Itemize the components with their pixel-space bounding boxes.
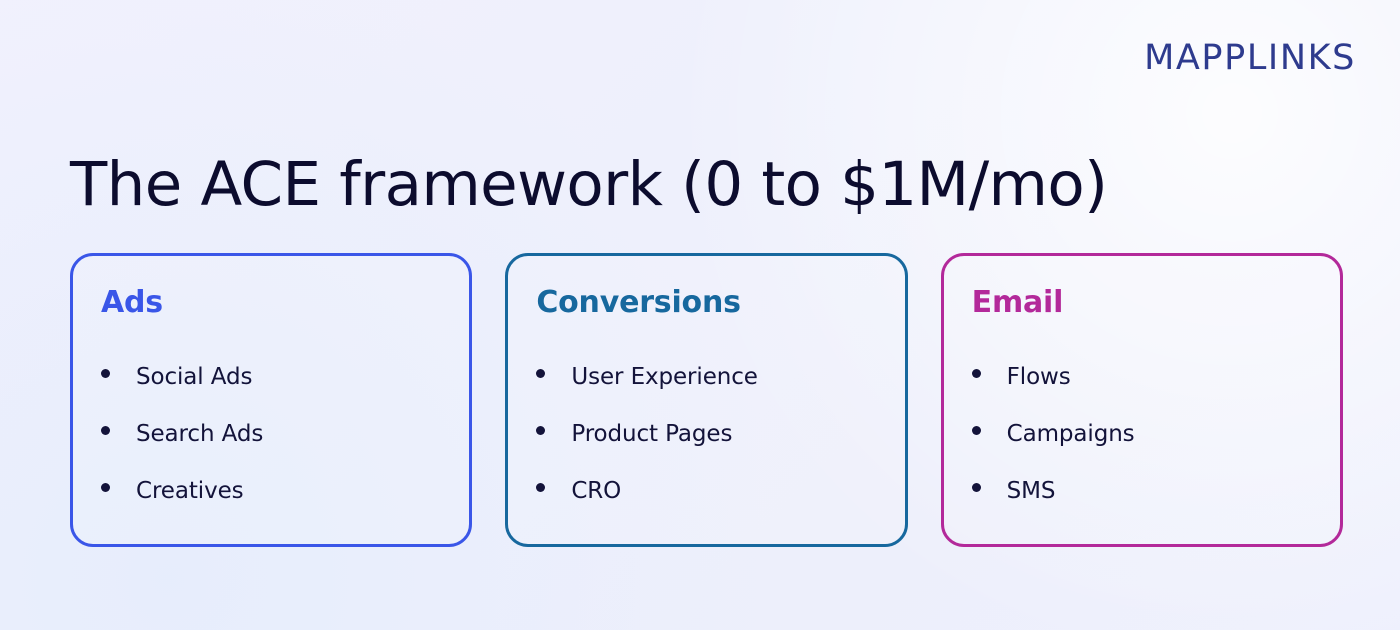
list-item-label: Campaigns	[1006, 421, 1135, 447]
list-item-label: SMS	[1006, 478, 1056, 504]
bullet-icon	[101, 483, 110, 492]
list-item: Product Pages	[536, 421, 884, 478]
bullet-icon	[536, 483, 546, 492]
card-ads: Ads Social Ads Search Ads Creatives	[70, 253, 473, 547]
list-item: Social Ads	[101, 364, 449, 421]
card-ads-title: Ads	[101, 285, 163, 320]
page-title: The ACE framework (0 to $1M/mo)	[70, 148, 1108, 220]
bullet-icon	[101, 426, 110, 435]
list-item-label: CRO	[571, 478, 622, 504]
list-item-label: Creatives	[136, 478, 244, 504]
list-item-label: User Experience	[571, 364, 758, 390]
bullet-icon	[971, 369, 981, 378]
list-item-label: Product Pages	[571, 421, 733, 447]
list-item: User Experience	[536, 364, 884, 421]
card-email: Email Flows Campaigns SMS	[940, 253, 1343, 547]
bullet-icon	[536, 369, 546, 378]
framework-card-row: Ads Social Ads Search Ads Creatives Conv…	[70, 253, 1343, 547]
list-item: Search Ads	[101, 421, 449, 478]
card-email-title: Email	[971, 285, 1064, 320]
list-item: Flows	[971, 364, 1320, 421]
list-item: SMS	[971, 478, 1320, 535]
card-conversions-list: User Experience Product Pages CRO	[536, 364, 884, 535]
list-item: Creatives	[101, 478, 449, 535]
bullet-icon	[101, 369, 110, 378]
list-item: CRO	[536, 478, 884, 535]
card-email-list: Flows Campaigns SMS	[971, 364, 1320, 535]
bullet-icon	[971, 483, 981, 492]
list-item-label: Social Ads	[136, 364, 253, 390]
bullet-icon	[536, 426, 546, 435]
brand-logo: MAPPLINKS	[1144, 38, 1356, 78]
list-item-label: Flows	[1006, 364, 1071, 390]
card-conversions-title: Conversions	[536, 285, 741, 320]
list-item: Campaigns	[971, 421, 1320, 478]
card-conversions: Conversions User Experience Product Page…	[505, 253, 908, 547]
list-item-label: Search Ads	[136, 421, 264, 447]
bullet-icon	[971, 426, 981, 435]
card-ads-list: Social Ads Search Ads Creatives	[101, 364, 449, 535]
